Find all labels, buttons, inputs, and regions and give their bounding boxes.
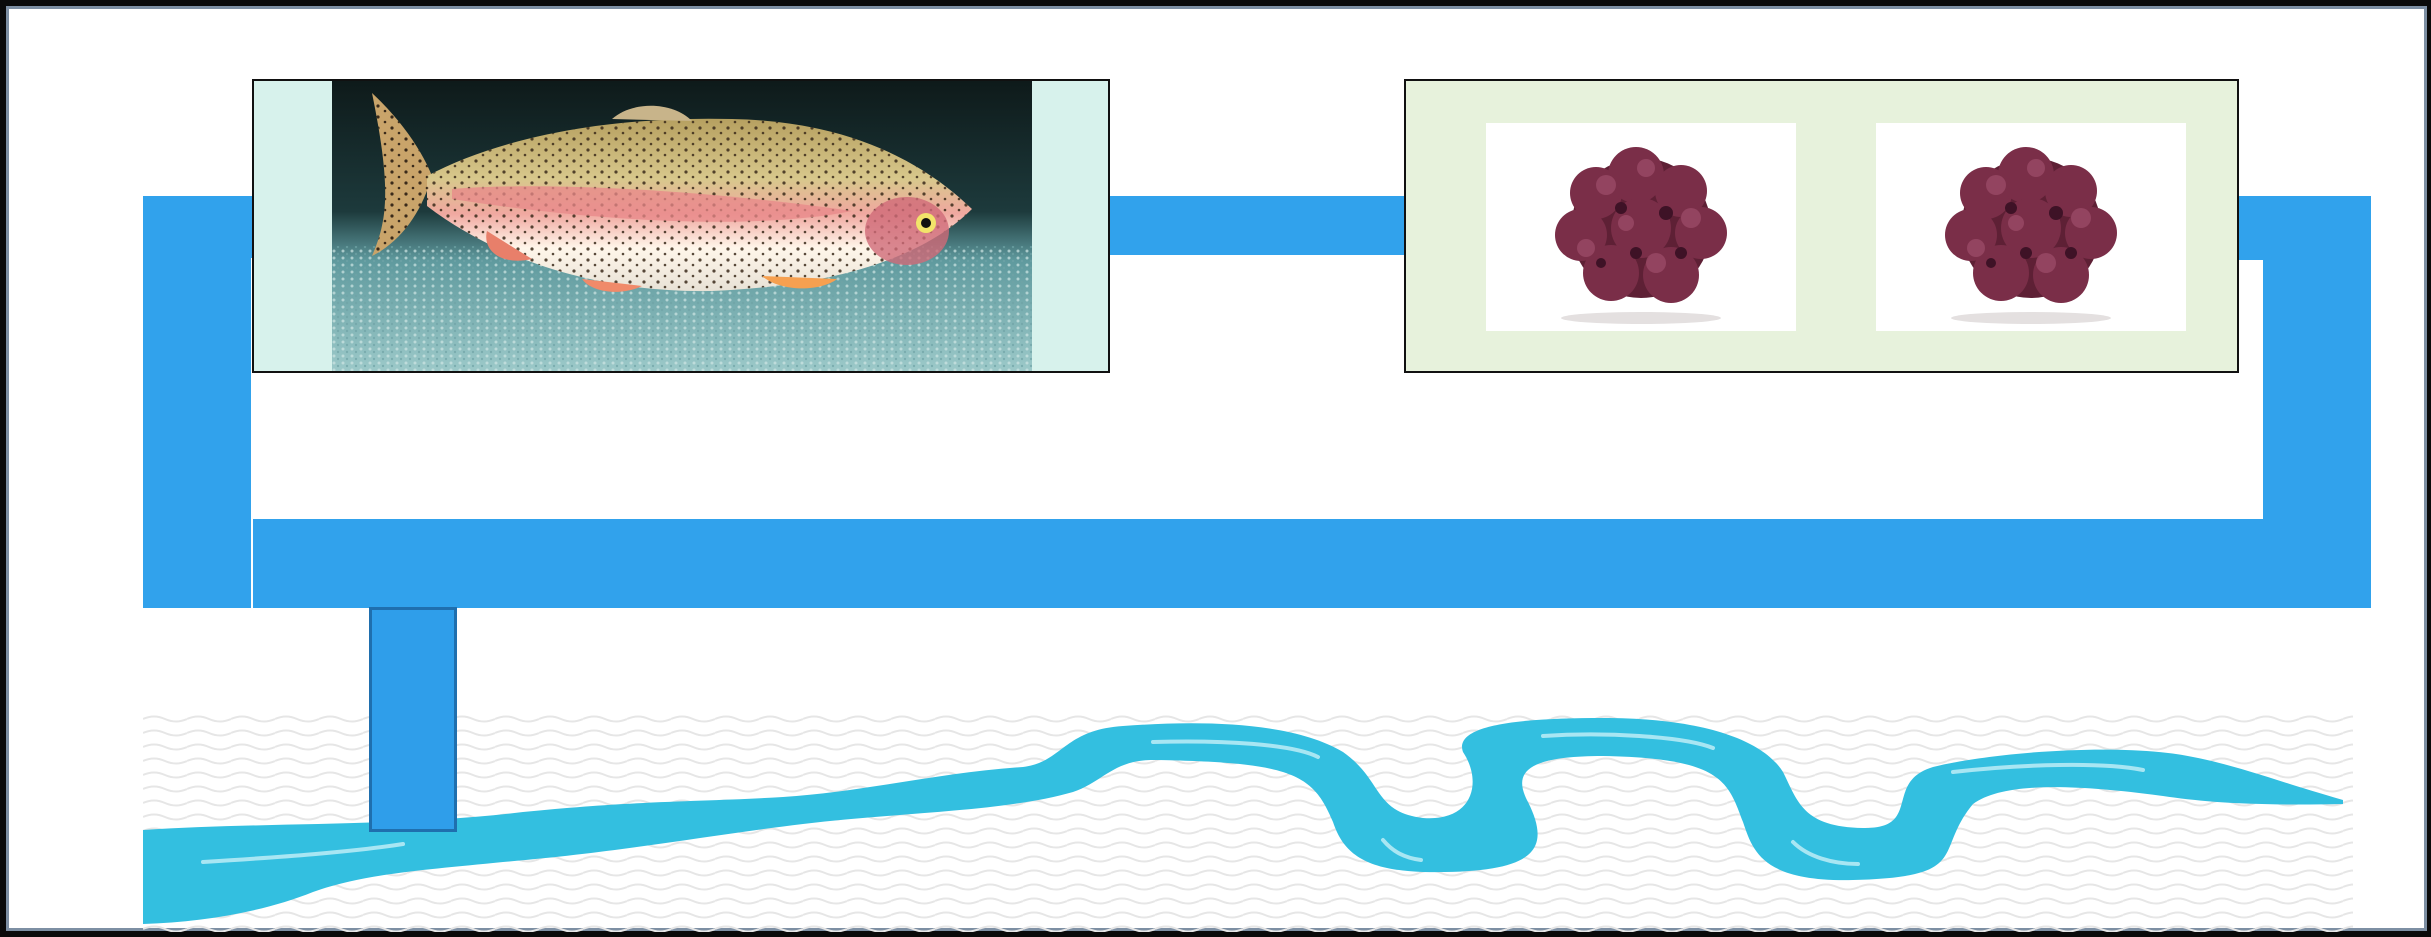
pipe-top-connector xyxy=(1110,196,1406,255)
grow-bed-panel xyxy=(1404,79,2239,373)
fish-tank-panel xyxy=(252,79,1110,373)
trout-image xyxy=(332,81,1032,371)
river-illustration xyxy=(143,712,2353,932)
lettuce-icon xyxy=(1876,123,2186,331)
pipe-right-vertical xyxy=(2263,196,2371,608)
pipe-bottom-horizontal xyxy=(253,519,2371,608)
pipe-left-vertical xyxy=(143,196,251,608)
pipe-water-intake xyxy=(369,607,457,832)
lettuce-image-1 xyxy=(1486,123,1796,331)
lettuce-image-2 xyxy=(1876,123,2186,331)
lettuce-icon xyxy=(1486,123,1796,331)
